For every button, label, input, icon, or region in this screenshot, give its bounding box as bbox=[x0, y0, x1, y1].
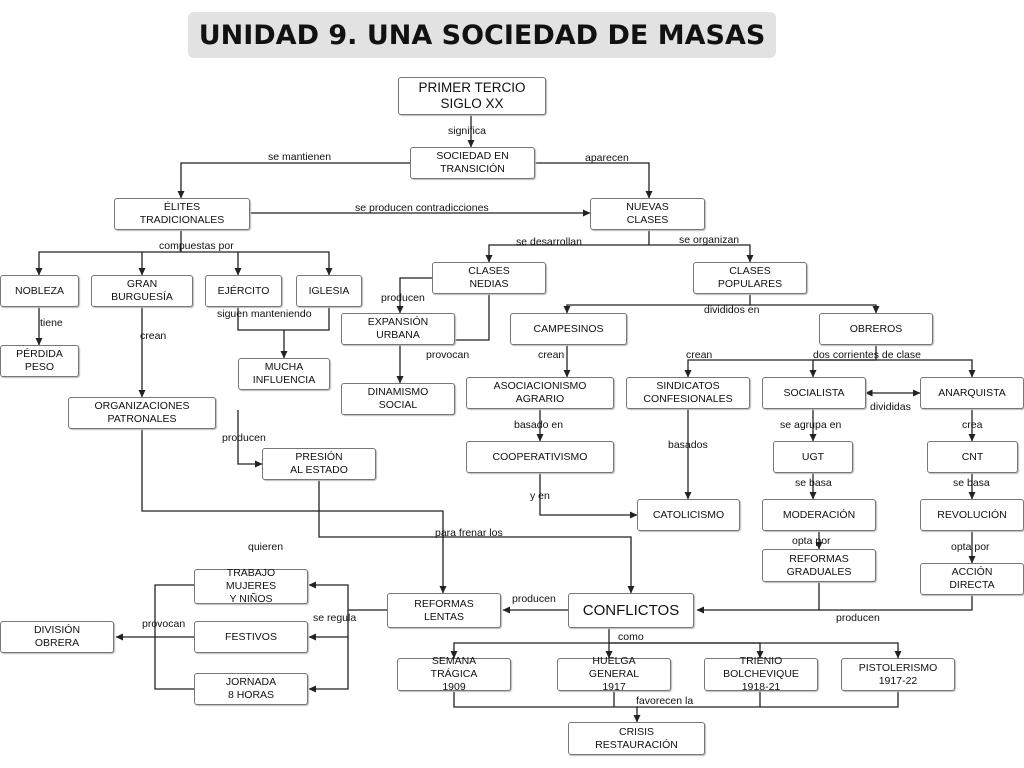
node-clases-medias: CLASES NEDIAS bbox=[432, 262, 546, 294]
node-socialista: SOCIALISTA bbox=[762, 377, 866, 409]
link-label: crean bbox=[538, 349, 565, 361]
link-label: producen bbox=[512, 593, 556, 605]
link-label: opta por bbox=[792, 535, 831, 547]
node-ugt: UGT bbox=[773, 441, 853, 473]
link-label: se agrupa en bbox=[780, 419, 842, 431]
node-presion-estado: PRESIÓN AL ESTADO bbox=[262, 448, 376, 480]
node-reformas-lentas: REFORMAS LENTAS bbox=[387, 593, 501, 628]
node-anarquista: ANARQUISTA bbox=[920, 377, 1024, 409]
link-label: favorecen la bbox=[636, 695, 694, 707]
node-gran-burguesia: GRAN BURGUESÍA bbox=[91, 275, 193, 307]
link-label: opta por bbox=[951, 541, 990, 553]
link-label: provocan bbox=[426, 349, 470, 361]
link-label: se regula bbox=[313, 612, 357, 624]
link-label: se organizan bbox=[679, 234, 740, 246]
node-catolicismo: CATOLICISMO bbox=[637, 499, 740, 531]
link-label: aparecen bbox=[585, 152, 629, 164]
node-obreros: OBREROS bbox=[819, 313, 933, 345]
node-crisis-restauracion: CRISIS RESTAURACIÓN bbox=[568, 722, 705, 755]
link-label: producen bbox=[381, 292, 425, 304]
node-ejercito: EJÉRCITO bbox=[205, 275, 282, 307]
link-label: se basa bbox=[795, 477, 832, 489]
link-label: dos corrientes de clase bbox=[813, 349, 921, 361]
link-label: tiene bbox=[40, 317, 63, 329]
node-trienio-bolchevique: TRIENIO BOLCHEVIQUE 1918-21 bbox=[704, 655, 818, 693]
node-trabajo-mujeres: TRABAJO MUJERES Y NIÑOS bbox=[194, 567, 308, 605]
node-organizaciones-patronales: ORGANIZACIONES PATRONALES bbox=[68, 397, 216, 429]
link-label: producen bbox=[222, 432, 266, 444]
link-label: se producen contradicciones bbox=[355, 202, 489, 214]
node-huelga-general: HUELGA GENERAL 1917 bbox=[557, 655, 671, 693]
node-perdida-peso: PÉRDIDA PESO bbox=[0, 345, 79, 377]
link-label: crean bbox=[686, 349, 713, 361]
node-clases-populares: CLASES POPULARES bbox=[693, 262, 807, 294]
node-semana-tragica: SEMANA TRÁGICA 1909 bbox=[397, 655, 511, 693]
node-nobleza: NOBLEZA bbox=[0, 275, 79, 307]
link-label: y en bbox=[530, 490, 550, 502]
link-label: producen bbox=[836, 612, 880, 624]
link-label: compuestas por bbox=[159, 240, 234, 252]
node-nuevas-clases: NUEVAS CLASES bbox=[590, 198, 705, 230]
link-label: basado en bbox=[514, 419, 564, 431]
link-label: se mantienen bbox=[268, 151, 332, 163]
node-mucha-influencia: MUCHA INFLUENCIA bbox=[238, 358, 330, 390]
node-cooperativismo: COOPERATIVISMO bbox=[466, 441, 614, 473]
node-elites-tradicionales: ÉLITES TRADICIONALES bbox=[114, 198, 250, 230]
link-label: como bbox=[618, 631, 644, 643]
link-label: se desarrollan bbox=[516, 236, 582, 248]
node-jornada: JORNADA 8 HORAS bbox=[194, 673, 308, 705]
link-label: provocan bbox=[142, 618, 186, 630]
node-cnt: CNT bbox=[927, 441, 1018, 473]
link-label: crean bbox=[140, 330, 167, 342]
link-label: se basa bbox=[953, 477, 990, 489]
page-title: UNIDAD 9. UNA SOCIEDAD DE MASAS bbox=[188, 12, 776, 58]
node-primer-tercio: PRIMER TERCIO SIGLO XX bbox=[398, 77, 546, 115]
link-label: siguen manteniendo bbox=[217, 308, 312, 320]
node-revolucion: REVOLUCIÓN bbox=[920, 499, 1024, 531]
node-division-obrera: DIVISIÓN OBRERA bbox=[0, 621, 114, 653]
link-label: para frenar los bbox=[435, 527, 503, 539]
link-label: divididas bbox=[870, 401, 911, 413]
node-conflictos: CONFLICTOS bbox=[568, 593, 694, 628]
node-expansion-urbana: EXPANSIÓN URBANA bbox=[341, 313, 455, 345]
link-label: basados bbox=[668, 439, 708, 451]
node-asociacionismo-agrario: ASOCIACIONISMO AGRARIO bbox=[466, 377, 614, 409]
node-dinamismo-social: DINAMISMO SOCIAL bbox=[341, 383, 455, 415]
node-moderacion: MODERACIÓN bbox=[762, 499, 876, 531]
node-festivos: FESTIVOS bbox=[194, 621, 308, 653]
node-sindicatos-confesionales: SINDICATOS CONFESIONALES bbox=[626, 377, 750, 409]
node-reformas-graduales: REFORMAS GRADUALES bbox=[762, 549, 876, 582]
node-sociedad-transicion: SOCIEDAD EN TRANSICIÓN bbox=[410, 147, 535, 179]
link-label: significa bbox=[448, 125, 486, 137]
link-label: divididos en bbox=[704, 304, 760, 316]
node-iglesia: IGLESIA bbox=[296, 275, 362, 307]
link-label: crea bbox=[962, 419, 983, 431]
node-campesinos: CAMPESINOS bbox=[510, 313, 627, 345]
node-pistolerismo: PISTOLERISMO 1917-22 bbox=[841, 658, 955, 691]
node-accion-directa: ACCIÓN DIRECTA bbox=[920, 563, 1024, 595]
link-label: quieren bbox=[248, 541, 284, 553]
